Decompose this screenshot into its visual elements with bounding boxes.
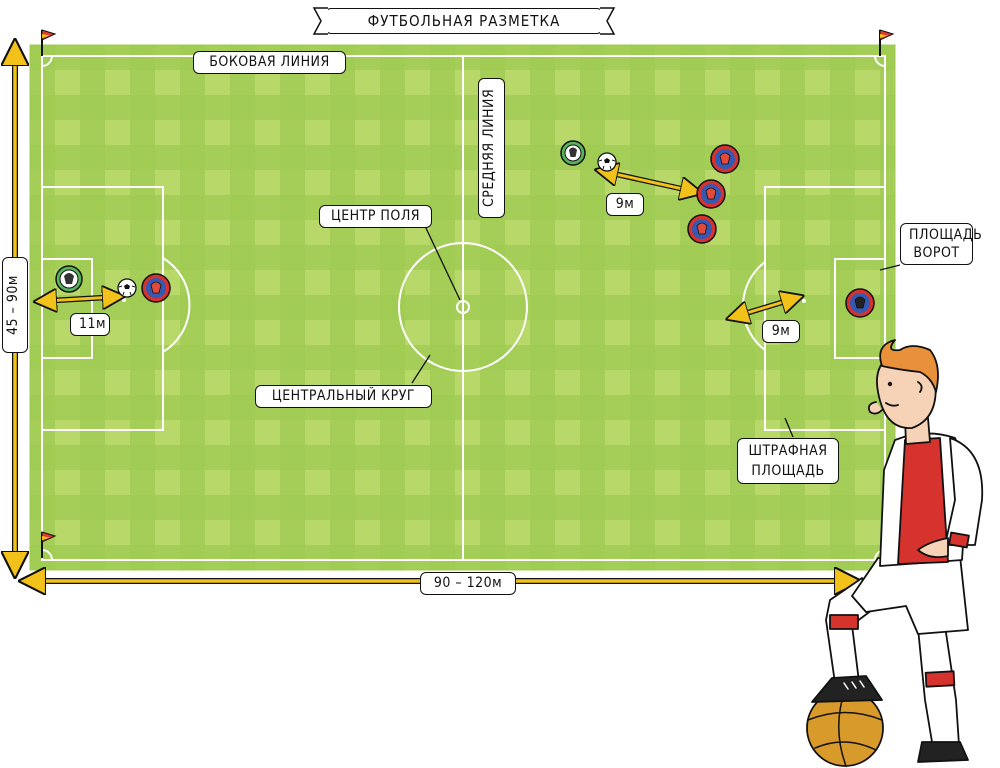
length-dimension-label: 90 – 120м	[420, 572, 516, 595]
freekick-wall-arrow	[606, 172, 692, 191]
player-token-icon	[845, 288, 875, 318]
right-penalty-spot	[802, 299, 806, 303]
player-token-icon	[141, 273, 171, 303]
goal-area-label: ПЛОЩАДЬ ВОРОТ	[900, 223, 983, 265]
centre-spot-marking	[456, 300, 470, 314]
penalty-area-label: ШТРАФНАЯ ПЛОЩАДЬ	[737, 438, 839, 484]
title-ribbon-right	[600, 7, 616, 35]
player-token-icon	[696, 179, 726, 209]
centre-spot-label: ЦЕНТР ПОЛЯ	[319, 205, 432, 228]
player-token-icon	[560, 140, 586, 166]
player-token-icon	[687, 214, 717, 244]
title-ribbon-left	[312, 7, 328, 35]
touchline-label: БОКОВАЯ ЛИНИЯ	[193, 51, 346, 74]
centre-spot-leader	[424, 225, 461, 301]
left-penalty-arc	[162, 257, 191, 353]
leather-football-icon	[806, 689, 884, 767]
right-goal-area	[834, 258, 886, 359]
penalty-distance-arrow	[45, 297, 114, 301]
cartoon-player-illustration	[806, 339, 984, 767]
goal-area-label-line2: ВОРОТ	[913, 245, 960, 261]
width-dimension-label: 45 – 90м	[2, 257, 28, 353]
football-icon	[597, 152, 617, 172]
penalty-arc-distance-label: 9м	[762, 320, 800, 343]
penalty-distance-label: 11м	[70, 313, 110, 336]
corner-flag-icon	[879, 29, 895, 56]
penalty-area-label-line2: ПЛОЩАДЬ	[751, 463, 825, 479]
page-title: ФУТБОЛЬНАЯ РАЗМЕТКА	[325, 8, 603, 34]
halfway-line-label: СРЕДНЯЯ ЛИНИЯ	[478, 78, 505, 218]
goal-area-leader	[879, 264, 901, 271]
centre-circle-label: ЦЕНТРАЛЬНЫЙ КРУГ	[255, 385, 432, 408]
centre-circle-leader	[411, 354, 431, 384]
penalty-area-leader	[784, 417, 794, 438]
penalty-area-label-line1: ШТРАФНАЯ	[748, 443, 828, 459]
penalty-arc-arrow	[737, 299, 793, 316]
football-icon	[117, 278, 137, 298]
corner-flag-icon	[41, 531, 57, 558]
goal-area-label-line1: ПЛОЩАДЬ	[909, 227, 983, 243]
left-penalty-spot	[122, 298, 126, 302]
centre-circle-marking	[398, 242, 528, 372]
corner-flag-icon	[41, 29, 57, 56]
player-token-icon	[710, 144, 740, 174]
freekick-distance-label: 9м	[606, 193, 644, 216]
player-token-icon	[55, 265, 83, 293]
